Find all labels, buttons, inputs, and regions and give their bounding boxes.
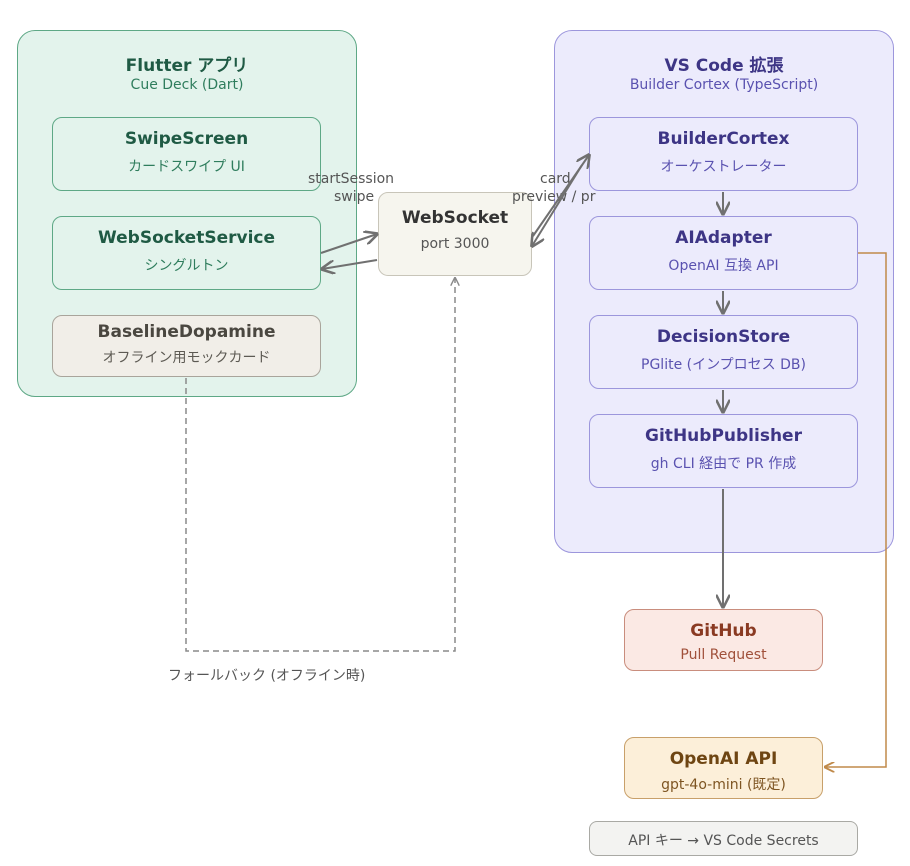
websocket-title: WebSocket bbox=[401, 208, 509, 228]
edge-fallback bbox=[185, 278, 455, 652]
vscode-group-title: VS Code 拡張 bbox=[664, 56, 784, 76]
api-key-note: API キー → VS Code Secrets bbox=[589, 821, 858, 856]
edge-websocket-to-service bbox=[322, 259, 378, 269]
openai-api-title: OpenAI API bbox=[669, 749, 778, 769]
edge-service-to-websocket bbox=[320, 234, 377, 254]
swipe-screen-sub: カードスワイプ UI bbox=[128, 159, 245, 175]
swipe-screen-title: SwipeScreen bbox=[124, 129, 249, 149]
swipe-label: swipe bbox=[334, 189, 375, 205]
ai-adapter-title: AIAdapter bbox=[675, 228, 772, 248]
flutter-group-title: Flutter アプリ bbox=[125, 56, 249, 76]
decision-store-title: DecisionStore bbox=[656, 327, 791, 347]
builder-cortex-title: BuilderCortex bbox=[657, 129, 790, 149]
vscode-group-subtitle: Builder Cortex (TypeScript) bbox=[629, 77, 819, 93]
websocket-node: WebSocket port 3000 bbox=[378, 192, 532, 276]
websocket-service-sub: シングルトン bbox=[144, 258, 229, 274]
github-title: GitHub bbox=[690, 621, 757, 641]
decision-store-sub: PGlite (インプロセス DB) bbox=[641, 357, 806, 373]
baseline-dopamine-sub: オフライン用モックカード bbox=[102, 350, 271, 366]
builder-cortex-node: BuilderCortex オーケストレーター bbox=[589, 117, 858, 191]
api-key-note-text: API キー → VS Code Secrets bbox=[628, 833, 819, 849]
edge-adapter-to-openai bbox=[825, 252, 887, 767]
websocket-service-title: WebSocketService bbox=[97, 228, 276, 248]
baseline-dopamine-node: BaselineDopamine オフライン用モックカード bbox=[52, 315, 321, 377]
ai-adapter-node: AIAdapter OpenAI 互換 API bbox=[589, 216, 858, 290]
websocket-sub: port 3000 bbox=[420, 236, 490, 252]
edge-cortex-to-websocket bbox=[532, 164, 583, 246]
websocket-service-node: WebSocketService シングルトン bbox=[52, 216, 321, 290]
github-node: GitHub Pull Request bbox=[624, 609, 823, 671]
openai-api-node: OpenAI API gpt-4o-mini (既定) bbox=[624, 737, 823, 799]
builder-cortex-sub: オーケストレーター bbox=[660, 159, 787, 175]
ai-adapter-sub: OpenAI 互換 API bbox=[668, 258, 779, 274]
card-label: card bbox=[540, 171, 571, 187]
preview-pr-label: preview / pr bbox=[512, 189, 596, 205]
github-publisher-sub: gh CLI 経由で PR 作成 bbox=[650, 456, 797, 472]
fallback-label: フォールバック (オフライン時) bbox=[168, 668, 366, 684]
github-publisher-node: GitHubPublisher gh CLI 経由で PR 作成 bbox=[589, 414, 858, 488]
github-publisher-title: GitHubPublisher bbox=[645, 426, 802, 446]
start-session-label: startSession bbox=[308, 171, 395, 187]
decision-store-node: DecisionStore PGlite (インプロセス DB) bbox=[589, 315, 858, 389]
swipe-screen-node: SwipeScreen カードスワイプ UI bbox=[52, 117, 321, 191]
flutter-group-subtitle: Cue Deck (Dart) bbox=[130, 77, 244, 93]
openai-api-sub: gpt-4o-mini (既定) bbox=[661, 777, 786, 793]
baseline-dopamine-title: BaselineDopamine bbox=[97, 322, 276, 342]
github-sub: Pull Request bbox=[680, 647, 767, 663]
